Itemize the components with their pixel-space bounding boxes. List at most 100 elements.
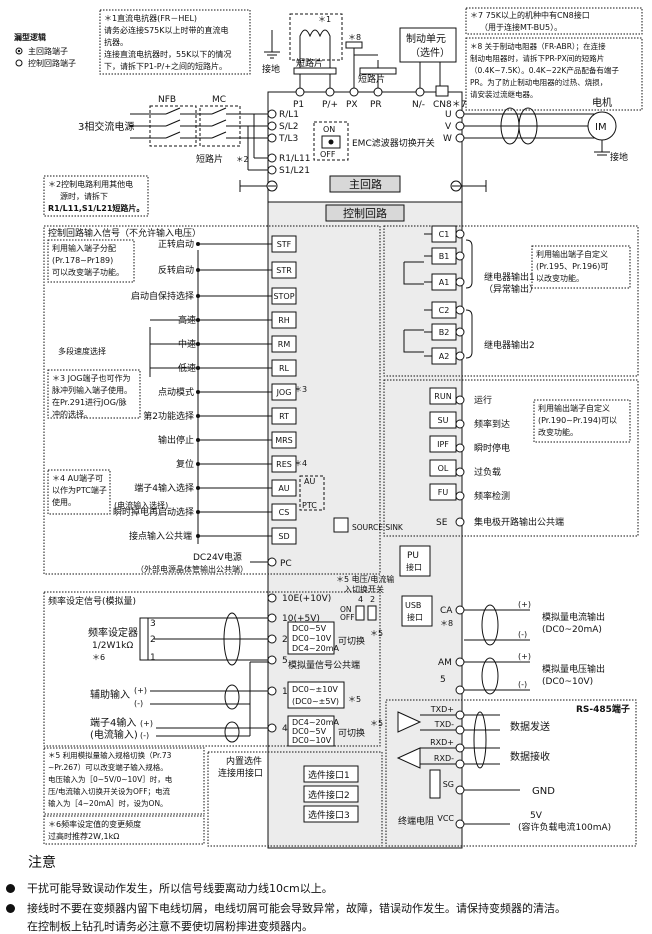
svg-text:5V: 5V xyxy=(530,811,543,821)
svg-text:DC0~10V: DC0~10V xyxy=(292,736,332,745)
svg-text:终端电阻: 终端电阻 xyxy=(398,815,434,827)
svg-text:IM: IM xyxy=(595,122,607,133)
svg-text:＊5: ＊5 xyxy=(370,719,383,728)
svg-text:4: 4 xyxy=(282,724,288,734)
svg-text:＊5 电压/电流输: ＊5 电压/电流输 xyxy=(336,574,394,584)
analog-terminal xyxy=(267,655,277,665)
svg-text:PU: PU xyxy=(407,551,419,561)
analog-terminal xyxy=(267,613,277,623)
rs485-terminals: RS-485端子 终端电阻 数据发送 数据接收 GND 5V (容许负载电流10… xyxy=(385,699,637,847)
note-dc-reactor: ＊1直流电抗器(FR－HEL) 请务必连接S75K以上时带的直流电 抗器。 连接… xyxy=(99,9,251,75)
rs485-terminal-vcc xyxy=(455,819,465,829)
svg-text:＊4 AU端子可: ＊4 AU端子可 xyxy=(52,473,103,483)
svg-text:R1/L11,S1/L21短路片。: R1/L11,S1/L21短路片。 xyxy=(48,203,144,213)
oc-signal-label: 瞬时停电 xyxy=(474,442,510,454)
caution-1: 干扰可能导致误动作发生，所以信号线要离动力线10cm以上。 xyxy=(6,880,333,896)
svg-text:TXD+: TXD+ xyxy=(430,705,454,714)
brake-resistor: ＊8 短路片 xyxy=(345,33,397,88)
svg-text:控制回路输入信号（不允许输入电压）: 控制回路输入信号（不允许输入电压） xyxy=(48,227,201,239)
analog-terminal xyxy=(267,686,277,696)
svg-text:(+): (+) xyxy=(518,600,531,609)
svg-text:过高时推荐2W,1kΩ: 过高时推荐2W,1kΩ xyxy=(48,831,119,841)
svg-text:IPF: IPF xyxy=(437,440,449,449)
svg-text:(DC0~10V): (DC0~10V) xyxy=(542,677,593,687)
svg-text:(电流输入): (电流输入) xyxy=(90,728,138,741)
svg-text:EMC滤波器切换开关: EMC滤波器切换开关 xyxy=(352,137,435,149)
oc-signal-label: 频率检测 xyxy=(474,490,510,502)
svg-text:SG: SG xyxy=(443,780,454,789)
svg-text:(Pr.190~Pr.194)可以: (Pr.190~Pr.194)可以 xyxy=(538,416,617,425)
svg-text:选件接口2: 选件接口2 xyxy=(308,789,350,801)
svg-text:1/2W1kΩ: 1/2W1kΩ xyxy=(92,641,133,651)
svg-text:电压输入为［0~5V/0~10V］时，电: 电压输入为［0~5V/0~10V］时，电 xyxy=(48,774,173,784)
input-signal-label: 输出停止 xyxy=(158,434,194,446)
svg-text:（0.4K~7.5K）。0.4K~22K产品配备有端子: （0.4K~7.5K）。0.4K~22K产品配备有端子 xyxy=(470,65,619,75)
svg-text:P1: P1 xyxy=(293,100,304,110)
power-input: 3相交流电源 NFB MC 短路片 ＊2 xyxy=(78,95,270,171)
svg-text:C2: C2 xyxy=(439,306,450,315)
svg-text:冲的选择。: 冲的选择。 xyxy=(52,409,92,419)
svg-text:接口: 接口 xyxy=(406,562,422,572)
svg-text:（用于连接MT-BU5）。: （用于连接MT-BU5）。 xyxy=(480,22,562,32)
input-signal-label: 第2功能选择 xyxy=(143,410,194,422)
svg-text:T/L3: T/L3 xyxy=(278,134,298,144)
input-signal-label: 启动自保持选择 xyxy=(131,290,194,302)
option-interfaces: 内置选件 连接用接口 选件接口1 选件接口2 选件接口3 xyxy=(207,751,383,847)
svg-text:抗器。: 抗器。 xyxy=(104,37,128,47)
relay-outputs: 继电器输出1 （异常输出） 继电器输出2 利用输出端子自定义 (Pr.195、P… xyxy=(383,225,639,377)
short-bar-pr: 短路片 xyxy=(358,73,385,85)
svg-text:＊6频率设定值的变更频度: ＊6频率设定值的变更频度 xyxy=(48,819,141,829)
svg-text:DC0~±10V: DC0~±10V xyxy=(292,685,338,694)
svg-text:入切换开关: 入切换开关 xyxy=(344,584,384,594)
svg-text:USB: USB xyxy=(405,601,421,610)
short-bar-p1: 短路片 xyxy=(296,57,323,69)
input-signal-label: 反转启动 xyxy=(158,264,194,276)
terminal-label: RES xyxy=(276,460,292,469)
svg-text:数据发送: 数据发送 xyxy=(510,720,550,733)
svg-text:脉冲列输入端子使用。: 脉冲列输入端子使用。 xyxy=(52,385,132,395)
svg-text:SE: SE xyxy=(436,518,448,528)
svg-text:N/-: N/- xyxy=(412,100,425,110)
input-signal-label: 高速 xyxy=(178,314,196,326)
brake-unit: 制动单元 （选件） xyxy=(399,27,457,88)
svg-text:PTC: PTC xyxy=(302,501,317,510)
svg-text:(+): (+) xyxy=(518,652,531,661)
note-cn8: ＊7 75K以上的机种中有CN8接口 （用于连接MT-BU5）。 xyxy=(465,7,643,35)
input-rows: STF正转启动STR反转启动STOP启动自保持选择RH高速RM中速RL低速JOG… xyxy=(113,235,297,545)
legend-control: 控制回路端子 xyxy=(28,58,76,68)
input-signal-label: 端子4输入选择 xyxy=(134,482,194,494)
svg-text:GND: GND xyxy=(532,786,555,797)
svg-text:U: U xyxy=(445,110,452,120)
svg-text:接地: 接地 xyxy=(610,151,628,163)
svg-text:多段速度选择: 多段速度选择 xyxy=(58,346,106,356)
cautions-title: 注意 xyxy=(28,855,56,871)
svg-text:S1/L21: S1/L21 xyxy=(279,166,310,176)
svg-text:可切换: 可切换 xyxy=(338,727,365,739)
terminal-label: STOP xyxy=(273,292,294,301)
analog-spec-boxes: DC0~5V DC0~10V DC4~20mA 可切换 ＊5 模拟量信号公共端 … xyxy=(287,574,394,747)
svg-text:(DC0~20mA): (DC0~20mA) xyxy=(542,625,602,635)
svg-text:AU: AU xyxy=(304,477,315,486)
svg-text:频率设定信号(模拟量): 频率设定信号(模拟量) xyxy=(48,595,136,607)
svg-text:SOURCE SINK: SOURCE SINK xyxy=(352,523,404,532)
svg-text:PX: PX xyxy=(346,100,358,110)
svg-text:A1: A1 xyxy=(439,278,450,287)
rs485-terminal-sg xyxy=(455,785,465,795)
svg-text:10(+5V): 10(+5V) xyxy=(282,614,320,624)
svg-text:（外部电源晶体管输出公共端）: （外部电源晶体管输出公共端） xyxy=(136,564,248,574)
svg-text:R1/L11: R1/L11 xyxy=(279,154,310,164)
ground-top: 接地 xyxy=(262,30,280,75)
svg-text:P/+: P/+ xyxy=(322,100,338,110)
terminal-label: SD xyxy=(278,532,289,541)
svg-text:＊5 利用模拟量输入规格切换（Pr.73: ＊5 利用模拟量输入规格切换（Pr.73 xyxy=(48,750,172,760)
svg-text:MC: MC xyxy=(212,95,226,105)
analog-terminal xyxy=(267,593,277,603)
terminal-label: AU xyxy=(278,484,289,493)
svg-text:DC0~10V: DC0~10V xyxy=(292,634,332,643)
svg-text:集电极开路输出公共端: 集电极开路输出公共端 xyxy=(474,516,564,528)
svg-text:S/L2: S/L2 xyxy=(279,122,299,132)
svg-text:短路片: 短路片 xyxy=(196,153,223,165)
terminal-label: RT xyxy=(279,412,289,421)
